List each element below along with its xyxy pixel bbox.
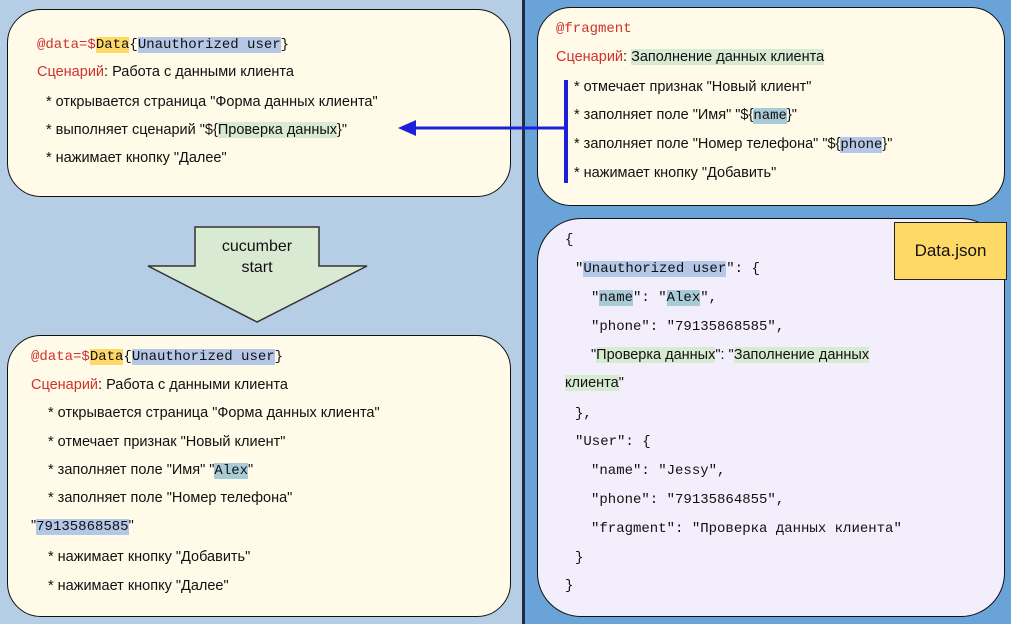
json-value-fragment-cont: клиента: [565, 375, 619, 391]
quote: ": [591, 347, 597, 363]
step-text: * заполняет поле "Имя" ": [48, 462, 215, 478]
step-text-end: }": [882, 136, 893, 152]
json-key-unauthorized: Unauthorized user: [583, 261, 727, 277]
json-line: }: [565, 578, 574, 594]
json-line: "Проверка данных": "Заполнение данных: [591, 347, 870, 363]
quote: ": [575, 261, 584, 277]
json-value-fragment: Заполнение данных: [733, 347, 870, 363]
step-text-end: }": [786, 107, 797, 123]
annotation-prefix: @data=$: [37, 37, 96, 53]
phone-param: phone: [840, 137, 883, 153]
name-param: name: [753, 108, 787, 124]
fragment-annotation: @fragment: [556, 21, 632, 37]
brace-close: }: [274, 349, 284, 365]
step-line: * открывается страница "Форма данных кли…: [46, 94, 378, 110]
brace-open: {: [129, 37, 138, 53]
json-line: "phone": "79135864855",: [591, 492, 785, 508]
json-key-fragment: Проверка данных: [596, 347, 716, 363]
data-json-badge: Data.json: [894, 222, 1007, 280]
step-text: * выполняет сценарий "${: [46, 122, 218, 138]
user-key: Unauthorized user: [137, 37, 281, 53]
json-line: "Unauthorized user": {: [575, 261, 760, 277]
step-line-continued: "79135868585": [31, 518, 134, 535]
scenario-keyword: Сценарий: [31, 377, 99, 393]
step-line: * нажимает кнопку "Далее": [48, 578, 229, 594]
scenario-title: Сценарий: Работа с данными клиента: [37, 64, 294, 80]
json-line: {: [565, 232, 574, 248]
fragment-reference: Проверка данных: [217, 122, 338, 138]
step-line: * выполняет сценарий "${Проверка данных}…: [46, 122, 347, 138]
name-value: Alex: [214, 463, 249, 479]
fragment-step: * заполняет поле "Номер телефона" "${pho…: [574, 136, 892, 153]
quote: ": [31, 518, 37, 534]
step-line: * нажимает кнопку "Добавить": [48, 549, 251, 565]
json-text: ": ": [633, 290, 667, 306]
json-line: "fragment": "Проверка данных клиента": [591, 521, 902, 537]
step-text: * заполняет поле "Имя" "${: [574, 107, 754, 123]
fragment-box: [537, 7, 1005, 206]
json-line: "name": "Jessy",: [591, 463, 726, 479]
step-line: * открывается страница "Форма данных кли…: [48, 405, 380, 421]
scenario-name: : Работа с данными клиента: [98, 377, 288, 393]
fragment-step: * заполняет поле "Имя" "${name}": [574, 107, 797, 124]
scenario-keyword: Сценарий: [37, 64, 105, 80]
fragment-steps-bar: [564, 80, 568, 183]
process-arrow: [147, 226, 368, 323]
step-text-end: }": [337, 122, 348, 138]
data-keyword: Data: [95, 37, 130, 53]
arrow-label-line2: start: [241, 259, 273, 276]
annotation-prefix: @data=$: [31, 349, 90, 365]
quote: ": [618, 375, 624, 391]
json-line-continued: клиента": [565, 375, 624, 391]
brace-close: }: [280, 37, 290, 53]
brace-open: {: [123, 349, 132, 365]
fragment-step: * нажимает кнопку "Добавить": [574, 165, 777, 181]
scenario-box-result: [7, 335, 511, 617]
json-value-name: Alex: [666, 290, 701, 306]
colon: :: [623, 49, 632, 65]
step-line: * заполняет поле "Имя" "Alex": [48, 462, 253, 479]
scenario-title: Сценарий: Работа с данными клиента: [31, 377, 288, 393]
data-keyword: Data: [89, 349, 124, 365]
step-line: * отмечает признак "Новый клиент": [48, 434, 286, 450]
json-line: "phone": "79135868585",: [591, 319, 785, 335]
step-text: * заполняет поле "Номер телефона" "${: [574, 136, 841, 152]
quote: ": [128, 518, 134, 534]
data-annotation: @data=$Data{Unauthorized user}: [31, 349, 283, 365]
fragment-scenario-title: Сценарий: Заполнение данных клиента: [556, 49, 825, 65]
user-key: Unauthorized user: [131, 349, 275, 365]
json-text: ": {: [726, 261, 760, 277]
json-line: "User": {: [575, 434, 651, 450]
quote: ": [591, 290, 600, 306]
json-key-name: name: [599, 290, 634, 306]
data-json-box: [537, 218, 1005, 617]
json-text: ": ": [715, 347, 734, 363]
data-annotation: @data=$Data{Unauthorized user}: [37, 37, 289, 53]
scenario-name: : Работа с данными клиента: [104, 64, 294, 80]
arrow-label-line1: cucumber: [221, 238, 293, 255]
panel-divider: [522, 0, 525, 624]
step-line: * заполняет поле "Номер телефона": [48, 490, 293, 506]
fragment-name: Заполнение данных клиента: [631, 49, 825, 65]
step-line: * нажимает кнопку "Далее": [46, 150, 227, 166]
scenario-keyword: Сценарий: [556, 49, 624, 65]
step-text-end: ": [248, 462, 254, 478]
json-line: },: [575, 406, 592, 422]
json-text: ",: [700, 290, 718, 306]
json-line: }: [575, 550, 584, 566]
fragment-step: * отмечает признак "Новый клиент": [574, 79, 812, 95]
phone-value: 79135868585: [36, 519, 129, 535]
json-line: "name": "Alex",: [591, 290, 717, 306]
